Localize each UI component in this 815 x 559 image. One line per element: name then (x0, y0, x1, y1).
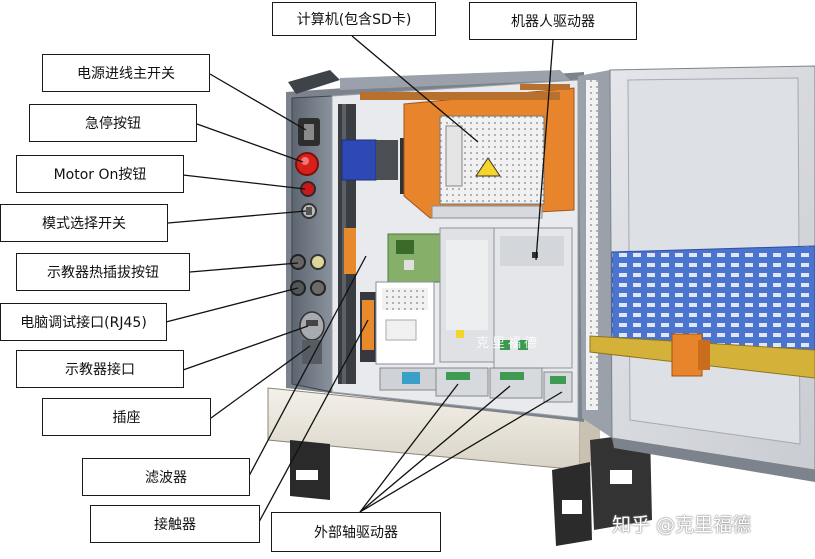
leader-pendant-port (182, 325, 309, 371)
label-estop: 急停按钮 (29, 104, 197, 142)
leader-main-switch (209, 73, 307, 131)
label-robot-driver: 机器人驱动器 (469, 2, 637, 40)
leader-contactor (258, 319, 369, 523)
label-main-switch: 电源进线主开关 (42, 54, 210, 92)
leader-estop (196, 123, 304, 163)
leader-lines (165, 35, 563, 523)
label-ext-axis-driver: 外部轴驱动器 (271, 512, 441, 552)
label-motor-on: Motor On按钮 (16, 155, 184, 193)
leader-mode-switch (167, 210, 307, 224)
label-pendant-hotplug: 示教器热插拔按钮 (16, 253, 190, 291)
label-contactor: 接触器 (90, 505, 260, 543)
front-panel-devices (290, 118, 326, 364)
leader-robot-driver (535, 39, 554, 261)
leader-ext-axis-2 (359, 385, 511, 513)
label-mode-switch: 模式选择开关 (0, 204, 168, 242)
inner-equipment (338, 84, 575, 403)
center-watermark: 克里福德 (476, 336, 541, 351)
leader-rj45 (165, 287, 299, 323)
label-socket: 插座 (42, 398, 211, 436)
zhihu-watermark: 知乎 @克里福德 (612, 514, 752, 536)
leader-motor-on (182, 174, 306, 190)
leader-ext-axis-1 (359, 383, 459, 513)
label-pendant-port: 示教器接口 (16, 350, 184, 388)
label-rj45: 电脑调试接口(RJ45) (0, 303, 167, 341)
leader-socket (210, 345, 311, 419)
leader-filter (248, 255, 367, 477)
leader-pendant-hotplug (189, 262, 299, 273)
cabinet-door (578, 65, 815, 482)
label-filter: 滤波器 (82, 458, 250, 496)
label-computer: 计算机(包含SD卡) (272, 2, 436, 36)
leader-ext-axis-3 (359, 391, 563, 513)
leader-computer (351, 35, 479, 143)
